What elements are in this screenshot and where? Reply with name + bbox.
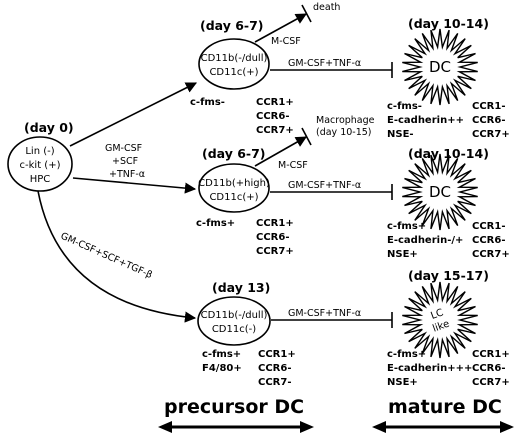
precursor-top-to-mature: GM-CSF+TNF-α — [288, 58, 361, 69]
footer-mature-double-arrow — [372, 421, 514, 433]
precursor-top-ellipse — [198, 38, 270, 90]
mature-top-marker-right-1: CCR1- — [472, 101, 506, 112]
mature-mid-marker-right-1: CCR1- — [472, 221, 506, 232]
precursor-top-line-2: CD11c(+) — [209, 67, 258, 78]
precursor-mid-line-2: CD11c(+) — [209, 192, 258, 203]
start-day-label: (day 0) — [24, 120, 74, 135]
route-top-cytokine-2: +SCF — [112, 156, 138, 167]
precursor-mid-marker-left-1: c-fms+ — [196, 218, 235, 229]
mature-mid-marker-left-2: E-cadherin-/+ — [387, 235, 463, 246]
arrow-start-to-bot — [37, 190, 197, 323]
precursor-mid-to-mature: GM-CSF+TNF-α — [288, 180, 361, 191]
mature-bot-lc-starburst — [402, 281, 478, 359]
precursor-top-marker-left-1: c-fms- — [190, 97, 225, 108]
star-bot-outline — [402, 281, 478, 359]
mature-bot-marker-right-1: CCR1+ — [472, 349, 510, 360]
mature-mid-marker-left-1: c-fms+ — [387, 221, 426, 232]
mature-top-marker-left-2: E-cadherin++ — [387, 115, 464, 126]
arrow-top-to-death — [254, 13, 307, 43]
mature-mid-label: DC — [429, 183, 451, 201]
precursor-top-marker-right-3: CCR7+ — [256, 125, 294, 136]
mature-bot-day: (day 15-17) — [408, 268, 489, 283]
mature-top-day: (day 10-14) — [408, 16, 489, 31]
precursor-top-day: (day 6-7) — [200, 18, 264, 33]
precursor-bot-marker-left-2: F4/80+ — [202, 363, 242, 374]
precursor-mid-day: (day 6-7) — [202, 146, 266, 161]
precursor-mid-marker-right-1: CCR1+ — [256, 218, 294, 229]
mature-bot-marker-left-3: NSE+ — [387, 377, 418, 388]
arrow-mid-to-macrophage — [254, 136, 307, 167]
precursor-bot-line-1: CD11b(-/dull) — [201, 310, 268, 321]
precursor-bot-marker-right-1: CCR1+ — [258, 349, 296, 360]
precursor-bot-marker-right-2: CCR6- — [258, 363, 292, 374]
mature-mid-marker-right-2: CCR6- — [472, 235, 506, 246]
mature-bot-marker-left-1: c-fms+ — [387, 349, 426, 360]
precursor-bot-to-mature: GM-CSF+TNF-α — [288, 308, 361, 319]
start-line-1: Lin (-) — [25, 146, 54, 157]
mature-top-marker-left-3: NSE- — [387, 129, 414, 140]
precursor-bot-marker-right-3: CCR7- — [258, 377, 292, 388]
footer-mature-label: mature DC — [388, 396, 502, 418]
mature-mid-dc-starburst — [402, 153, 478, 231]
mature-bot-marker-right-2: CCR6- — [472, 363, 506, 374]
star-top-outline — [402, 28, 478, 106]
precursor-bot-line-2: CD11c(-) — [212, 324, 256, 335]
start-line-2: c-kit (+) — [20, 160, 61, 171]
mature-top-marker-right-3: CCR7+ — [472, 129, 510, 140]
precursor-top-side-label: M-CSF — [271, 36, 301, 47]
mature-top-marker-right-2: CCR6- — [472, 115, 506, 126]
precursor-mid-side-label: M-CSF — [278, 160, 308, 171]
mature-bot-marker-left-2: E-cadherin+++ — [387, 363, 472, 374]
precursor-mid-marker-right-2: CCR6- — [256, 232, 290, 243]
precursor-bot-ellipse — [197, 296, 271, 346]
route-top-cytokine-3: +TNF-α — [109, 169, 145, 180]
death-block-bar — [301, 4, 312, 23]
mature-mid-marker-right-3: CCR7+ — [472, 249, 510, 260]
precursor-bot-day: (day 13) — [212, 280, 270, 295]
start-line-3: HPC — [30, 174, 51, 185]
precursor-mid-marker-right-3: CCR7+ — [256, 246, 294, 257]
footer-precursor-double-arrow — [158, 421, 314, 433]
precursor-top-side-outcome: death — [313, 2, 340, 13]
precursor-mid-side-outcome-1: Macrophage — [316, 115, 375, 126]
mature-top-marker-left-1: c-fms- — [387, 101, 422, 112]
mature-bot-marker-right-3: CCR7+ — [472, 377, 510, 388]
macrophage-block-bar — [301, 127, 312, 146]
star-mid-outline — [402, 153, 478, 231]
precursor-mid-ellipse — [198, 163, 270, 213]
footer-precursor-label: precursor DC — [164, 396, 304, 418]
route-bottom-cytokines: GM-CSF+SCF+TGF-β — [59, 231, 154, 281]
precursor-mid-line-1: CD11b(+high) — [198, 178, 270, 189]
mature-top-label: DC — [429, 58, 451, 76]
arrow-start-to-mid — [72, 177, 197, 194]
precursor-top-line-1: CD11b(-/dull) — [201, 53, 268, 64]
arrow-start-to-top — [69, 82, 198, 147]
mature-top-dc-starburst — [402, 28, 478, 106]
precursor-mid-side-outcome-2: (day 10-15) — [316, 127, 372, 138]
route-top-cytokine-1: GM-CSF — [105, 143, 142, 154]
start-cell-ellipse — [7, 136, 73, 192]
mature-mid-day: (day 10-14) — [408, 146, 489, 161]
mature-bot-label-1: LC — [429, 307, 445, 322]
precursor-top-marker-right-1: CCR1+ — [256, 97, 294, 108]
mature-mid-marker-left-3: NSE+ — [387, 249, 418, 260]
precursor-bot-marker-left-1: c-fms+ — [202, 349, 241, 360]
precursor-top-marker-right-2: CCR6- — [256, 111, 290, 122]
